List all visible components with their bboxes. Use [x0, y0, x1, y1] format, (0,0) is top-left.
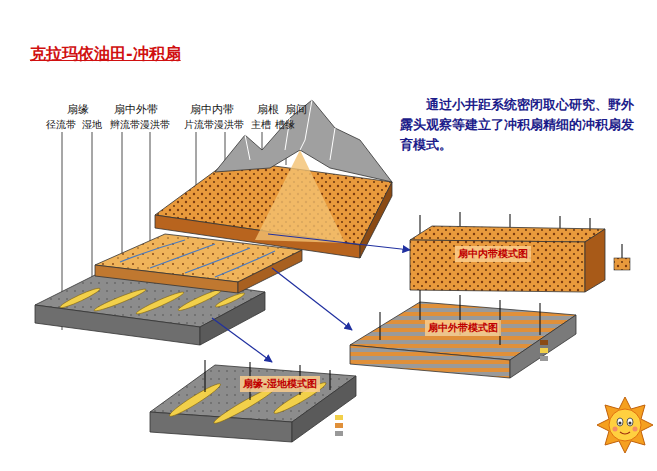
zone-label: 槽缘 [275, 118, 295, 132]
zone-label: 漫洪带 [140, 118, 170, 132]
title: 克拉玛依油田-冲积扇 [30, 44, 181, 65]
model-block-label: 扇中内带模式图 [455, 246, 531, 262]
model-block-label: 扇缘-湿地模式图 [240, 376, 320, 392]
description-text: 通过小井距系统密闭取心研究、野外露头观察等建立了冲积扇精细的冲积扇发育模式。 [400, 95, 645, 155]
zone-label: 片流带 [184, 118, 214, 132]
zone-label: 湿地 [82, 118, 102, 132]
block-title: 扇中内带模式图 [458, 247, 528, 261]
zone-label: 辫流带 [110, 118, 140, 132]
zone-label: 径流带 [46, 118, 76, 132]
zone-label: 扇中内带 [190, 102, 234, 117]
zone-label: 扇缘 [67, 102, 89, 117]
zone-label: 扇间 [285, 102, 307, 117]
zone-label: 扇根 [257, 102, 279, 117]
block-title: 扇中外带模式图 [428, 321, 498, 335]
model-block-label: 扇中外带模式图 [425, 320, 501, 336]
zone-label: 主槽 [251, 118, 271, 132]
zone-label: 扇中外带 [114, 102, 158, 117]
zone-label: 漫洪带 [214, 118, 244, 132]
block-title: 扇缘-湿地模式图 [243, 377, 317, 391]
